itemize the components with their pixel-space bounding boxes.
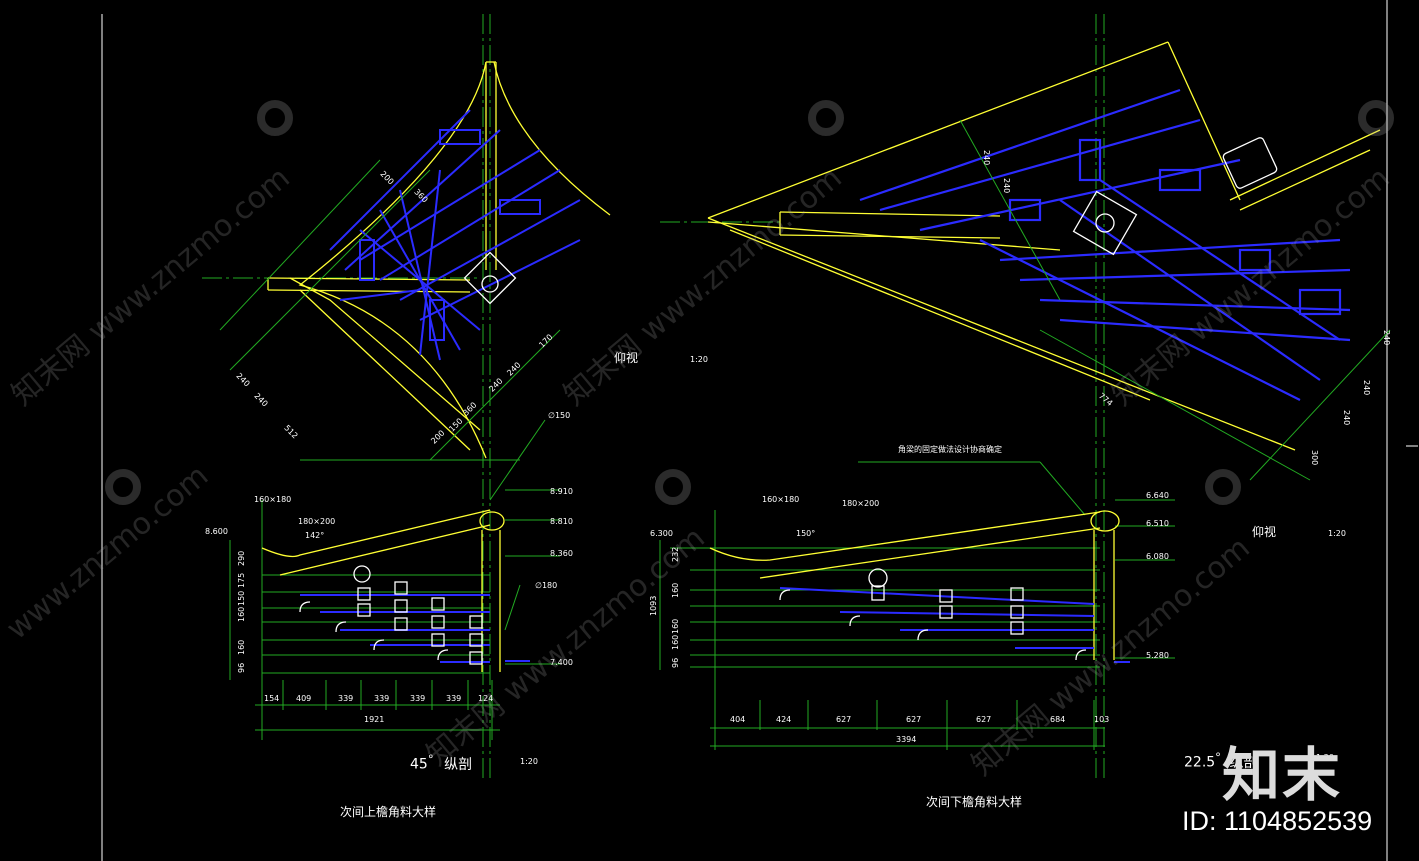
ls-vdim-5: 160 [237, 639, 246, 655]
ls-hdim-4: 339 [374, 694, 390, 703]
right-section-roof [709, 510, 1120, 660]
left-section-members [300, 594, 530, 663]
rs-vdim-3: 160 [671, 618, 680, 634]
rs-member-1: 160×180 [762, 495, 800, 504]
rs-vdim-2: 160 [671, 582, 680, 598]
ls-elev-1: 8.910 [550, 487, 573, 496]
left-section-blocks [299, 565, 483, 665]
top-left-plan-caption: 仰视 [614, 351, 639, 365]
ls-vdim-6: 96 [237, 662, 246, 673]
watermark-rings [105, 100, 1394, 505]
left-section-scale: 1:20 [520, 757, 538, 766]
ls-vdim-4: 160 [237, 606, 246, 622]
ls-hdim-6: 339 [446, 694, 462, 703]
ls-elev-4: 7.400 [550, 658, 573, 667]
ls-vdim-3: 150 [237, 590, 246, 606]
rs-total: 3394 [896, 735, 917, 744]
ls-elev-5: 8.600 [205, 527, 228, 536]
left-section [229, 419, 560, 740]
rs-vdim-5: 96 [671, 657, 680, 668]
rs-elev-2: 6.510 [1146, 519, 1169, 528]
rs-title-num: 22.5 [1184, 754, 1216, 771]
top-left-plan [219, 61, 611, 461]
watermark-logo: 知末 [1222, 741, 1343, 809]
ls-title-word: 纵剖 [444, 756, 473, 773]
tr-dim-4: 240 [1382, 330, 1391, 346]
plan-outline [267, 61, 611, 459]
ls-hdim-5: 339 [410, 694, 426, 703]
plan-center-column [463, 251, 517, 305]
ls-angle: 142° [305, 531, 325, 540]
rs-elev-1: 6.640 [1146, 491, 1169, 500]
right-section-blocks [779, 568, 1087, 661]
plan-rafters-right [859, 88, 1351, 401]
rs-elev-4: 5.280 [1146, 651, 1169, 660]
plan-rafters [329, 109, 581, 361]
rs-hdim-7: 103 [1094, 715, 1110, 724]
left-section-title: 45° 纵剖 [410, 752, 473, 773]
rs-hdim-4: 627 [906, 715, 922, 724]
ls-title-num: 45 [410, 756, 428, 773]
ls-hdim-1: 154 [264, 694, 280, 703]
frame-lines [101, 0, 1418, 861]
rs-hdim-2: 424 [776, 715, 792, 724]
rs-angle: 150° [796, 529, 816, 538]
rs-elev-3: 6.080 [1146, 552, 1169, 561]
rs-vdim-4: 160 [671, 634, 680, 650]
rs-member-2: 180×200 [842, 499, 880, 508]
right-section [659, 461, 1175, 750]
axis-lines [202, 14, 1105, 780]
tr-dim-5: 240 [1362, 380, 1371, 396]
ls-hdim-3: 339 [338, 694, 354, 703]
right-section-subtitle: 次间下檐角料大样 [926, 795, 1023, 809]
right-section-title: 22.5° 纵剖 [1184, 750, 1258, 771]
plan-outline-right [707, 41, 1381, 451]
ls-vdim-2: 175 [237, 572, 246, 588]
right-section-grid [659, 461, 1175, 750]
ls-total: 1921 [364, 715, 385, 724]
plan-center-right [1072, 137, 1278, 256]
ls-hdim-2: 409 [296, 694, 312, 703]
left-section-roof [261, 509, 505, 672]
top-right-plan [707, 41, 1391, 481]
rs-note: 角梁的固定做法设计协商确定 [898, 445, 1002, 454]
ls-member-1: 160×180 [254, 495, 292, 504]
top-right-plan-caption: 仰视 [1252, 525, 1277, 539]
ls-hdim-7: 124 [478, 694, 494, 703]
ls-vdim-1: 290 [237, 550, 246, 566]
rs-hdim-3: 627 [836, 715, 852, 724]
rs-hdim-5: 627 [976, 715, 992, 724]
plan-dim-lines-right [959, 119, 1391, 481]
ls-elev-3: 8.360 [550, 549, 573, 558]
ls-dia-180: ∅180 [535, 581, 558, 590]
ls-title-deg: ° [427, 752, 434, 766]
tr-dim-6: 240 [1342, 410, 1351, 426]
rs-elev-5: 6.300 [650, 529, 673, 538]
ls-elev-2: 8.810 [550, 517, 573, 526]
tr-dim-7: 300 [1310, 450, 1319, 466]
top-right-plan-scale: 1:20 [1328, 529, 1346, 538]
rs-hdim-1: 404 [730, 715, 746, 724]
top-left-plan-scale: 1:20 [690, 355, 708, 364]
plan-dim-lines [219, 159, 561, 461]
left-section-subtitle: 次间上檐角料大样 [340, 805, 437, 819]
ls-dia-150: ∅150 [548, 411, 571, 420]
rs-title-word: 纵剖 [1229, 754, 1258, 771]
tr-dim-1: 240 [982, 150, 991, 166]
rs-hdim-6: 684 [1050, 715, 1066, 724]
ls-member-2: 180×200 [298, 517, 336, 526]
right-section-scale: 1:20 [1316, 753, 1334, 762]
rs-title-deg: ° [1215, 750, 1221, 764]
watermark-id: ID: 1104852539 [1182, 806, 1373, 836]
tr-dim-2: 240 [1002, 178, 1011, 194]
right-section-members [779, 587, 1130, 663]
